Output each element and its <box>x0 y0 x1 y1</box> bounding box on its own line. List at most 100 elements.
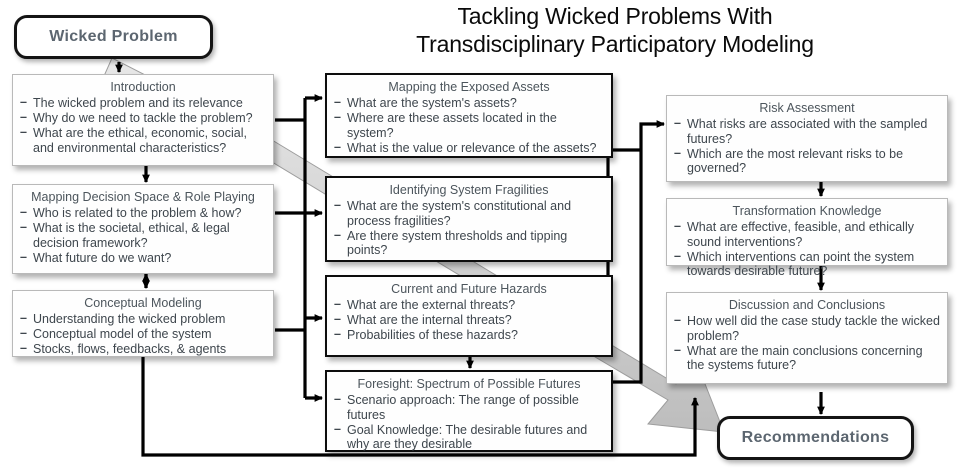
list-item: –Conceptual model of the system <box>20 326 266 342</box>
box-heading: Introduction <box>110 80 176 94</box>
item-text: What future do we want? <box>33 250 172 265</box>
item-text: What is the value or relevance of the as… <box>347 140 597 155</box>
node-recommendations[interactable]: Recommendations <box>717 416 914 460</box>
item-text: Who is related to the problem & how? <box>33 206 242 220</box>
list-item: –Stocks, flows, feedbacks, & agents <box>20 341 266 357</box>
item-text: Are there system thresholds and tipping … <box>347 228 568 258</box>
box-items: –How well did the case study tackle the … <box>674 313 940 373</box>
bullet-dash: – <box>20 205 27 219</box>
node-transformation-knowledge[interactable]: Transformation Knowledge –What are effec… <box>666 198 948 278</box>
item-text: What are the ethical, economic, social, … <box>33 126 247 155</box>
box-items: –What are the system's assets? –Where ar… <box>334 95 604 156</box>
page-title: Tackling Wicked Problems With Transdisci… <box>330 2 900 58</box>
box-heading: Current and Future Hazards <box>391 282 547 296</box>
node-conceptual-modeling[interactable]: Conceptual Modeling –Understanding the w… <box>12 290 274 357</box>
bullet-dash: – <box>20 341 27 356</box>
box-heading: Mapping the Exposed Assets <box>388 80 550 94</box>
bullet-dash: – <box>674 342 681 357</box>
wicked-problem-label: Wicked Problem <box>49 28 178 45</box>
bullet-dash: – <box>20 110 27 125</box>
box-items: –Scenario approach: The range of possibl… <box>334 392 604 452</box>
box-heading: Discussion and Conclusions <box>728 298 886 312</box>
item-text: What are the system's constitutional and… <box>347 199 572 228</box>
list-item: –Probabilities of these hazards? <box>334 327 604 343</box>
node-current-and-future-hazards[interactable]: Current and Future Hazards –What are the… <box>325 275 613 357</box>
bullet-dash: – <box>20 311 27 325</box>
box-items: –Who is related to the problem & how? –W… <box>20 205 266 265</box>
bullet-dash: – <box>674 219 681 233</box>
box-items: –What risks are associated with the samp… <box>674 116 940 176</box>
list-item: –How well did the case study tackle the … <box>674 313 940 343</box>
bullet-dash: – <box>674 116 681 130</box>
bullet-dash: – <box>334 297 341 311</box>
item-text: Stocks, flows, feedbacks, & agents <box>33 342 227 357</box>
list-item: –The wicked problem and its relevance <box>20 95 266 111</box>
list-item: –Which interventions can point the syste… <box>674 248 940 279</box>
item-text: Goal Knowledge: The desirable futures an… <box>347 422 588 452</box>
box-heading: Transformation Knowledge <box>732 204 882 218</box>
title-line-2: Transdisciplinary Participatory Modeling <box>416 31 814 57</box>
bullet-dash: – <box>20 220 27 235</box>
bullet-dash: – <box>334 95 341 109</box>
item-text: The wicked problem and its relevance <box>33 96 243 110</box>
list-item: –Why do we need to tackle the problem? <box>20 110 266 126</box>
list-item: –What are the main conclusions concernin… <box>674 342 940 373</box>
recommendations-label: Recommendations <box>741 429 890 446</box>
bullet-dash: – <box>674 145 681 160</box>
bullet-dash: – <box>334 110 341 125</box>
bullet-dash: – <box>20 326 27 341</box>
item-text: How well did the case study tackle the w… <box>687 314 940 343</box>
item-text: Scenario approach: The range of possible… <box>347 393 579 422</box>
box-heading: Identifying System Fragilities <box>389 183 549 197</box>
item-text: What are the system's assets? <box>347 96 517 110</box>
item-text: Why do we need to tackle the problem? <box>33 111 253 126</box>
list-item: –Where are these assets located in the s… <box>334 110 604 140</box>
list-item: –Goal Knowledge: The desirable futures a… <box>334 422 604 452</box>
bullet-dash: – <box>20 95 27 109</box>
item-text: Understanding the wicked problem <box>33 312 226 326</box>
list-item: –Understanding the wicked problem <box>20 311 266 327</box>
bullet-dash: – <box>674 313 681 327</box>
item-text: Which interventions can point the system… <box>687 249 915 279</box>
item-text: Which are the most relevant risks to be … <box>687 146 904 176</box>
bullet-dash: – <box>674 248 681 263</box>
item-text: Where are these assets located in the sy… <box>347 111 557 140</box>
title-line-1: Tackling Wicked Problems With <box>457 3 773 29</box>
list-item: –What are the ethical, economic, social,… <box>20 125 266 155</box>
box-items: –The wicked problem and its relevance –W… <box>20 95 266 155</box>
list-item: –Are there system thresholds and tipping… <box>334 227 604 258</box>
list-item: –Which are the most relevant risks to be… <box>674 145 940 176</box>
box-items: –What are the external threats? –What ar… <box>334 297 604 343</box>
item-text: What are the external threats? <box>347 298 516 312</box>
bullet-dash: – <box>334 198 341 212</box>
node-identifying-system-fragilities[interactable]: Identifying System Fragilities –What are… <box>325 176 613 262</box>
list-item: –What risks are associated with the samp… <box>674 116 940 146</box>
node-wicked-problem[interactable]: Wicked Problem <box>14 15 213 59</box>
item-text: What are effective, feasible, and ethica… <box>687 220 914 249</box>
node-risk-assessment[interactable]: Risk Assessment –What risks are associat… <box>666 95 948 182</box>
box-heading: Conceptual Modeling <box>84 296 202 310</box>
bullet-dash: – <box>334 227 341 242</box>
bullet-dash: – <box>334 312 341 327</box>
list-item: –What is the value or relevance of the a… <box>334 139 604 156</box>
node-introduction[interactable]: Introduction –The wicked problem and its… <box>12 74 274 166</box>
box-heading: Foresight: Spectrum of Possible Futures <box>357 377 581 391</box>
list-item: –Who is related to the problem & how? <box>20 205 266 221</box>
node-foresight[interactable]: Foresight: Spectrum of Possible Futures … <box>325 370 613 452</box>
bullet-dash: – <box>334 392 341 406</box>
list-item: –What are the internal threats? <box>334 312 604 328</box>
list-item: –What is the societal, ethical, & legal … <box>20 220 266 250</box>
item-text: Conceptual model of the system <box>33 327 212 342</box>
box-heading: Mapping Decision Space & Role Playing <box>31 190 255 204</box>
node-discussion-and-conclusions[interactable]: Discussion and Conclusions –How well did… <box>666 292 948 384</box>
bullet-dash: – <box>20 249 27 264</box>
item-text: What risks are associated with the sampl… <box>687 117 928 146</box>
list-item: –What are the system's assets? <box>334 95 604 111</box>
node-mapping-exposed-assets[interactable]: Mapping the Exposed Assets –What are the… <box>325 73 613 158</box>
bullet-dash: – <box>20 125 27 140</box>
list-item: –What are the external threats? <box>334 297 604 313</box>
item-text: What are the internal threats? <box>347 313 512 328</box>
bullet-dash: – <box>334 139 341 154</box>
node-mapping-decision-space[interactable]: Mapping Decision Space & Role Playing –W… <box>12 184 274 274</box>
